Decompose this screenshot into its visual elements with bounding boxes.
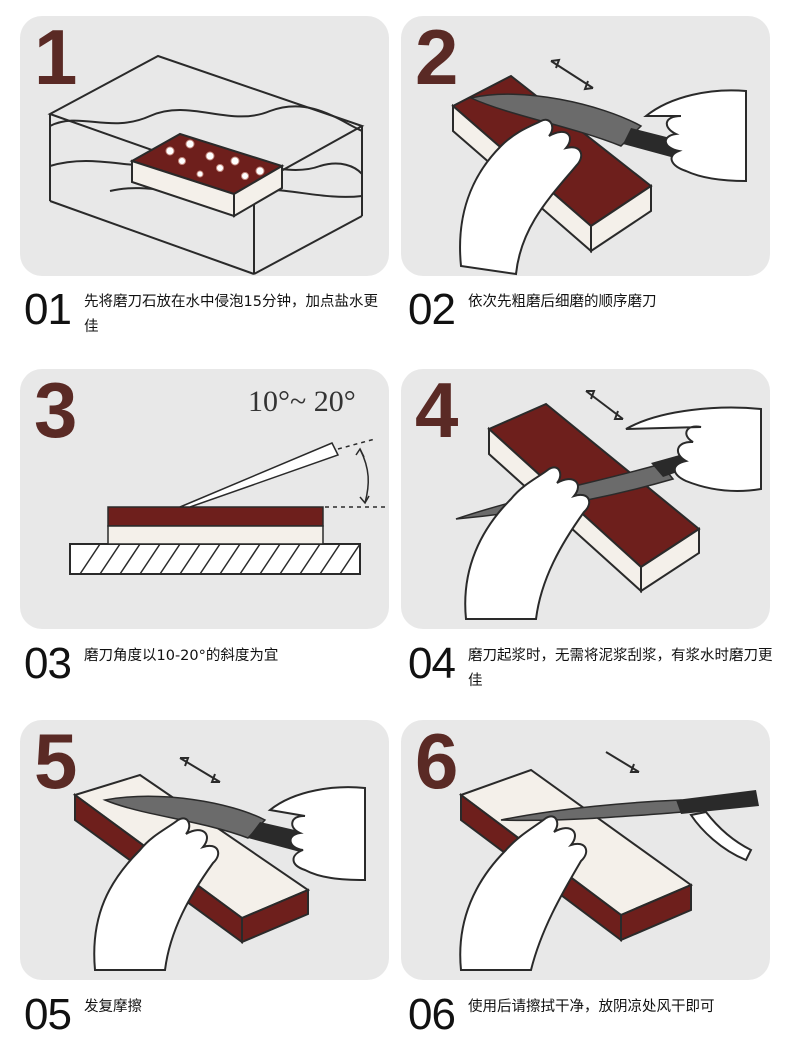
step-6-panel: 6 xyxy=(401,720,770,980)
coarse-fine-sharpening-illustration xyxy=(451,58,747,276)
step-2-index: 02 xyxy=(408,285,456,334)
step-1-caption: 01 先将磨刀石放在水中侵泡15分钟，加点盐水更佳 xyxy=(24,285,390,340)
step-6-caption: 06 使用后请擦拭干净，放阴凉处风干即可 xyxy=(408,990,780,1039)
step-5-index: 05 xyxy=(24,990,72,1039)
step-3-text: 磨刀角度以10-20°的斜度为宜 xyxy=(84,648,279,664)
wipe-and-dry-illustration xyxy=(458,751,759,971)
step-6-text: 使用后请擦拭干净，放阴凉处风干即可 xyxy=(468,999,715,1015)
sharpening-angle-illustration xyxy=(69,438,389,575)
step-4-caption: 04 磨刀起浆时，无需将泥浆刮浆，有浆水时磨刀更佳 xyxy=(408,639,774,694)
step-5-caption: 05 发复摩擦 xyxy=(24,990,390,1039)
step-4-index: 04 xyxy=(408,639,456,688)
step-1-index: 01 xyxy=(24,285,72,334)
step-2-text: 依次先粗磨后细磨的顺序磨刀 xyxy=(468,294,657,310)
slurry-sharpening-illustration xyxy=(455,390,762,620)
step-number-4: 4 xyxy=(415,369,459,454)
step-1-panel: 1 xyxy=(20,16,389,276)
step-number-5: 5 xyxy=(34,720,78,805)
step-number-6: 6 xyxy=(415,720,459,805)
step-6-index: 06 xyxy=(408,990,456,1039)
step-1-text: 先将磨刀石放在水中侵泡15分钟，加点盐水更佳 xyxy=(84,294,378,335)
step-2-panel: 2 xyxy=(401,16,770,276)
step-number-3: 3 xyxy=(34,369,78,454)
step-3-panel: 10°~ 20° 3 xyxy=(20,369,389,629)
step-number-1: 1 xyxy=(34,16,78,101)
step-3-index: 03 xyxy=(24,639,72,688)
step-5-text: 发复摩擦 xyxy=(84,999,142,1015)
step-4-text: 磨刀起浆时，无需将泥浆刮浆，有浆水时磨刀更佳 xyxy=(468,648,773,689)
step-4-panel: 4 xyxy=(401,369,770,629)
repeated-rubbing-illustration xyxy=(72,757,366,971)
step-3-caption: 03 磨刀角度以10-20°的斜度为宜 xyxy=(24,639,390,688)
soaking-stone-illustration xyxy=(47,54,365,275)
step-5-panel: 5 xyxy=(20,720,389,980)
step-2-caption: 02 依次先粗磨后细磨的顺序磨刀 xyxy=(408,285,774,334)
step-number-2: 2 xyxy=(415,16,459,101)
angle-range-label: 10°~ 20° xyxy=(248,385,356,418)
